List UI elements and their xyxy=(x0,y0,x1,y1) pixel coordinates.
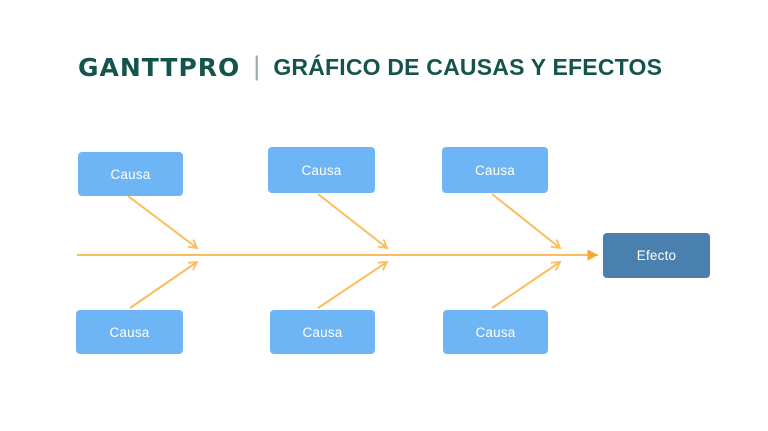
cause-box-top-1: Causa xyxy=(78,152,183,196)
cause-branch-bottom-2 xyxy=(317,260,389,309)
ganttpro-logo: GANTTPRO xyxy=(78,52,241,82)
cause-box-top-3: Causa xyxy=(442,147,548,193)
cause-branch-bottom-1 xyxy=(129,260,199,309)
cause-branch-top-2 xyxy=(317,193,389,250)
header: GANTTPRO | GRÁFICO DE CAUSAS Y EFECTOS xyxy=(78,50,662,84)
cause-branch-bottom-3 xyxy=(491,260,562,309)
cause-box-bottom-2: Causa xyxy=(270,310,375,354)
header-divider: | xyxy=(253,50,261,81)
cause-box-top-2: Causa xyxy=(268,147,375,193)
cause-box-bottom-1: Causa xyxy=(76,310,183,354)
cause-box-bottom-3: Causa xyxy=(443,310,548,354)
page-title: GRÁFICO DE CAUSAS Y EFECTOS xyxy=(273,53,663,80)
cause-branch-top-1 xyxy=(127,195,199,250)
cause-branch-top-3 xyxy=(491,193,562,250)
effect-box: Efecto xyxy=(603,233,710,278)
